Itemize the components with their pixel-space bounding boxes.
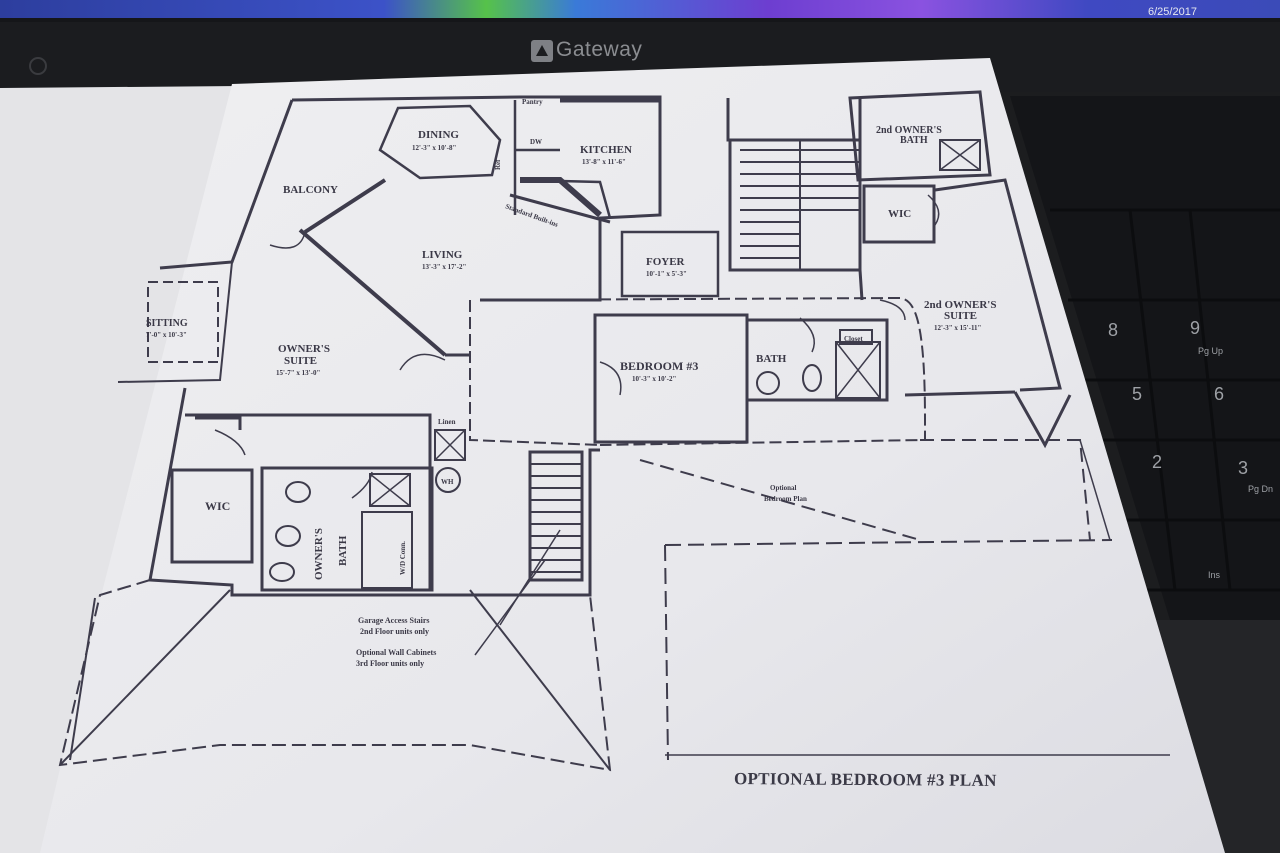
label-wd-conn: W/D Conn. xyxy=(399,541,407,575)
size-owners-suite: 15'-7" x 13'-0" xyxy=(276,369,320,377)
label-owners: OWNER'S xyxy=(278,343,330,355)
size-dining: 12'-3" x 10'-8" xyxy=(412,144,456,152)
size-kitchen: 13'-8" x 11'-6" xyxy=(582,158,626,166)
size-bedroom-3: 10'-3" x 10'-2" xyxy=(632,375,676,383)
label-kitchen: KITCHEN xyxy=(580,144,632,156)
label-pantry: Pantry xyxy=(522,98,543,106)
monitor-date: 6/25/2017 xyxy=(1148,6,1197,18)
label-owners-bath-1: OWNER'S xyxy=(313,528,325,580)
key-pgdn: Pg Dn xyxy=(1248,484,1273,494)
label-living: LIVING xyxy=(422,249,463,261)
label-2nd-suite: SUITE xyxy=(944,310,977,322)
key-6: 6 xyxy=(1214,384,1224,404)
plan-caption: OPTIONAL BEDROOM #3 PLAN xyxy=(733,769,997,790)
label-bedroom-plan: Bedroom Plan xyxy=(764,495,807,503)
key-5: 5 xyxy=(1132,384,1142,404)
room-labels: DINING 12'-3" x 10'-8" KITCHEN 13'-8" x … xyxy=(146,125,996,580)
key-3: 3 xyxy=(1238,458,1248,478)
plan-notes: Garage Access Stairs 2nd Floor units onl… xyxy=(356,616,436,668)
label-balcony: BALCONY xyxy=(283,184,338,196)
label-closet: Closet xyxy=(844,335,863,343)
key-9: 9 xyxy=(1190,318,1200,338)
note-3rd-floor: 3rd Floor units only xyxy=(356,659,424,668)
floor-plan-drawing xyxy=(58,90,1170,772)
key-2: 2 xyxy=(1152,452,1162,472)
keyboard-key-labels: 8 9 Pg Up 5 6 2 3 Pg Dn Ins xyxy=(1108,318,1273,580)
label-bath: BATH xyxy=(756,353,787,365)
floor-plan-paper xyxy=(40,58,1225,853)
note-garage-stairs: Garage Access Stairs xyxy=(358,616,430,625)
keyboard xyxy=(1010,96,1280,620)
note-wall-cabinets: Optional Wall Cabinets xyxy=(356,648,436,657)
size-sitting: 7'-0" x 10'-3" xyxy=(146,331,187,339)
label-foyer: FOYER xyxy=(646,256,686,268)
size-living: 13'-3" x 17'-2" xyxy=(422,263,466,271)
label-suite: SUITE xyxy=(284,355,317,367)
size-2nd-owners-suite: 12'-3" x 15'-11" xyxy=(934,324,982,332)
label-linen: Linen xyxy=(438,418,456,426)
label-2nd-owners: 2nd OWNER'S xyxy=(924,299,996,311)
key-ins: Ins xyxy=(1208,570,1221,580)
label-wic-right: WIC xyxy=(888,208,911,220)
label-owners-bath-2: BATH xyxy=(337,535,349,566)
label-wh: WH xyxy=(441,478,454,486)
label-optional: Optional xyxy=(770,484,797,492)
note-2nd-floor: 2nd Floor units only xyxy=(360,627,429,636)
label-sitting: SITTING xyxy=(146,318,188,329)
label-wic-left: WIC xyxy=(205,499,230,513)
key-8: 8 xyxy=(1108,320,1118,340)
gateway-logo-text: Gateway xyxy=(556,38,643,61)
monitor-screen xyxy=(0,0,1280,20)
label-bedroom-3: BEDROOM #3 xyxy=(620,359,698,373)
label-dining: DINING xyxy=(418,129,459,141)
label-dw: DW xyxy=(530,138,542,146)
key-pgup: Pg Up xyxy=(1198,346,1223,356)
gateway-logo-icon xyxy=(531,40,553,62)
label-ref: Ref xyxy=(494,159,502,170)
keyboard-keys xyxy=(1050,208,1280,592)
label-2nd-owners-bath-1: 2nd OWNER'S xyxy=(876,125,942,136)
size-foyer: 10'-1" x 5'-3" xyxy=(646,270,687,278)
label-2nd-owners-bath-2: BATH xyxy=(900,135,928,146)
power-button-icon xyxy=(29,57,47,75)
